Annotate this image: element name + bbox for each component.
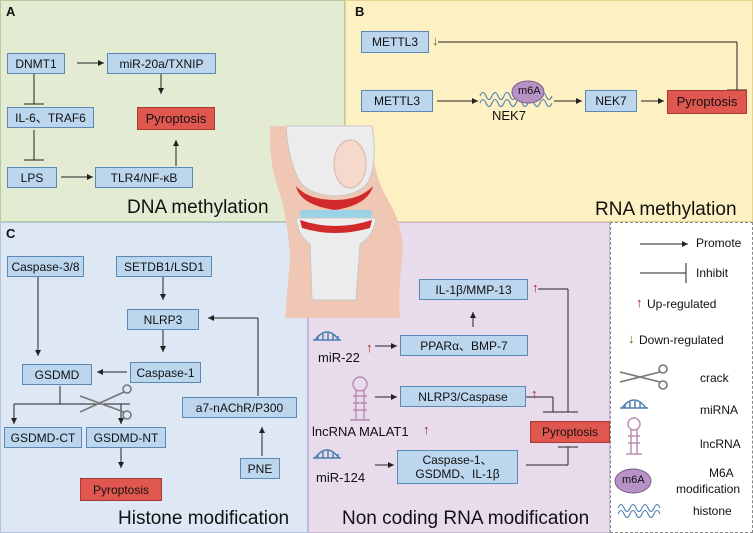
legend-histone: histone [693,504,732,518]
legend-lncrna: lncRNA [700,437,741,451]
panel-b-title: RNA methylation [595,199,737,220]
node-gsdmd: GSDMD [22,364,92,385]
node-pne: PNE [240,458,280,479]
node-a7-nachr-p300: a7-nAChR/P300 [182,397,297,418]
node-caspase-3-8: Caspase-3/8 [7,256,84,277]
caspase-line-1: Caspase-1、 [422,453,493,467]
node-pyroptosis-b: Pyroptosis [667,90,747,114]
panel-c-label: C [6,226,16,241]
node-nlrp3-caspase: NLRP3/Caspase [400,386,526,407]
legend-modification-text: modification [676,482,741,496]
up-arrow-icon: ↑ [532,280,539,295]
legend-scissors-icon [619,364,668,390]
node-ppar-bmp7: PPARα、BMP-7 [400,335,528,356]
legend-down-arrow-icon: ↓ [628,331,635,346]
nek7-gene-label: NEK7 [492,108,526,123]
node-il1b-mmp13: IL-1β/MMP-13 [419,279,528,300]
node-gsdmd-nt: GSDMD-NT [86,427,166,448]
mir124-label: miR-124 [316,470,366,485]
legend-up-regulated: Up-regulated [647,297,717,311]
legend-m6a-badge: m6A [622,474,645,486]
panel-b-label: B [355,4,365,19]
legend-lncrna-icon [626,417,642,455]
legend-m6a-icon [614,468,652,494]
down-arrow-icon: ↓ [432,33,439,48]
node-setdb1-lsd1: SETDB1/LSD1 [116,256,212,277]
panel-a-title: DNA methylation [127,197,269,218]
node-gsdmd-ct: GSDMD-CT [4,427,82,448]
malat1-label: lncRNA MALAT1 [312,424,409,439]
mirna-icon [313,449,341,459]
legend-down-regulated: Down-regulated [639,333,724,347]
node-lps: LPS [7,167,57,188]
up-arrow-icon: ↑ [531,386,538,401]
node-pyroptosis-c: Pyroptosis [80,478,162,501]
node-nlrp3: NLRP3 [127,309,199,330]
legend-promote: Promote [696,236,742,250]
caspase-line-2: GSDMD、IL-1β [415,467,500,481]
node-dnmt1: DNMT1 [7,53,65,74]
node-mir20a-txnip: miR-20a/TXNIP [107,53,216,74]
node-tlr4-nfkb: TLR4/NF-κB [95,167,193,188]
m6a-label: m6A [518,85,541,97]
legend-mirna-icon [620,399,648,409]
node-caspase-gsdmd-il1b: Caspase-1、 GSDMD、IL-1β [397,450,518,484]
node-pyroptosis-a: Pyroptosis [137,107,215,130]
legend-m6a-text: M6A [709,466,734,480]
node-il6-traf6: IL-6、TRAF6 [7,107,94,128]
lncrna-icon [350,376,370,421]
node-mettl3-top: METTL3 [361,31,429,53]
mir22-label: miR-22 [318,350,360,365]
up-arrow-icon: ↑ [366,340,373,355]
node-mettl3: METTL3 [361,90,433,112]
node-caspase-1: Caspase-1 [130,362,201,383]
up-arrow-icon: ↑ [423,422,430,437]
node-pyroptosis-d: Pyroptosis [530,421,610,443]
panel-d-title: Non coding RNA modification [342,508,590,529]
legend-mirna: miRNA [700,403,738,417]
m6a-badge-icon [511,80,545,104]
legend-inhibit: Inhibit [696,266,729,280]
legend-up-arrow-icon: ↑ [636,295,643,310]
scissors-icon [79,384,132,420]
mirna-icon [313,331,341,341]
panel-a-label: A [6,4,16,19]
legend-crack: crack [700,371,729,385]
panel-c-title: Histone modification [118,508,290,529]
node-nek7: NEK7 [585,90,637,112]
legend-histone-icon [617,503,661,519]
